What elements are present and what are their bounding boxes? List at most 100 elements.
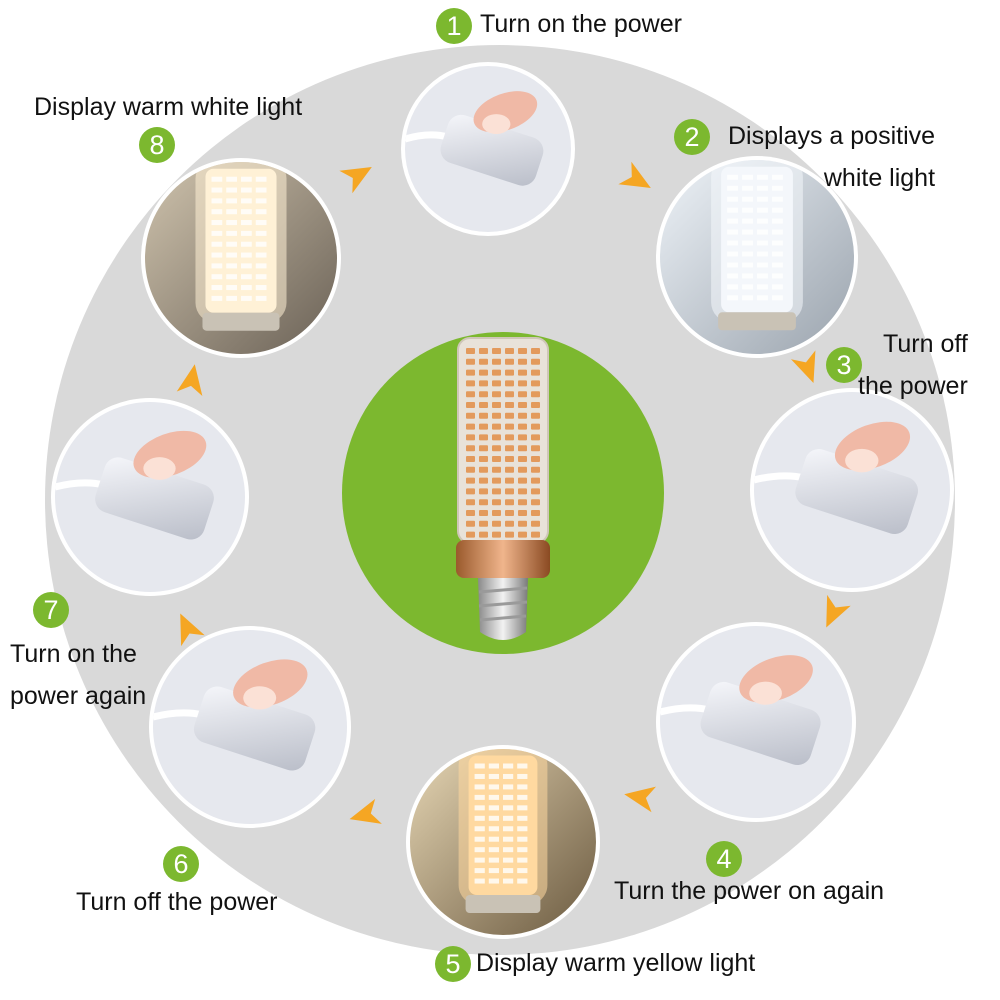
led-chip bbox=[466, 499, 475, 506]
corn-led-bulb-icon bbox=[456, 337, 550, 640]
led-chip bbox=[518, 434, 527, 441]
led-chip bbox=[518, 510, 527, 516]
led-chip bbox=[531, 477, 540, 484]
led-chip bbox=[505, 358, 514, 365]
step-5-label: Display warm yellow light bbox=[476, 942, 755, 984]
arrow-icon bbox=[790, 350, 816, 384]
led-chip bbox=[492, 531, 501, 538]
led-chip bbox=[518, 499, 527, 506]
led-chip bbox=[505, 488, 514, 495]
led-chip bbox=[479, 510, 488, 516]
led-chip bbox=[466, 477, 475, 484]
led-chip bbox=[531, 445, 540, 452]
led-chip bbox=[479, 531, 488, 538]
led-chip bbox=[531, 358, 540, 365]
led-chip bbox=[492, 445, 501, 452]
led-chip bbox=[492, 499, 501, 506]
step-7-label: Turn on the power again bbox=[10, 633, 146, 717]
step-1-label: Turn on the power bbox=[480, 3, 682, 45]
led-chip bbox=[531, 531, 540, 538]
led-chip bbox=[531, 412, 540, 419]
led-chip bbox=[479, 488, 488, 495]
led-chip bbox=[518, 520, 527, 527]
led-chip bbox=[505, 369, 514, 376]
led-chip bbox=[505, 477, 514, 484]
led-chip bbox=[518, 380, 527, 387]
step-8-line-1: Display warm white light bbox=[34, 93, 303, 121]
led-chip bbox=[518, 477, 527, 484]
step-6-image bbox=[149, 626, 351, 828]
led-chip bbox=[492, 412, 501, 419]
step-4-badge: 4 bbox=[706, 841, 742, 877]
step-8-badge: 8 bbox=[139, 127, 175, 163]
led-chip bbox=[505, 348, 514, 354]
led-chip bbox=[505, 499, 514, 506]
led-chip bbox=[466, 423, 475, 430]
step-3-label: Turn off the power bbox=[858, 323, 968, 407]
led-chip bbox=[479, 423, 488, 430]
led-chip bbox=[479, 369, 488, 376]
step-4-image bbox=[656, 622, 856, 822]
led-chip bbox=[518, 466, 527, 473]
led-chip bbox=[466, 434, 475, 441]
lit-bulb-icon bbox=[660, 160, 854, 354]
led-chip bbox=[466, 369, 475, 376]
step-7-badge: 7 bbox=[33, 592, 69, 628]
led-chip bbox=[518, 488, 527, 495]
step-2-badge: 2 bbox=[674, 119, 710, 155]
led-chip bbox=[466, 531, 475, 538]
step-5-line-1: Display warm yellow light bbox=[476, 949, 756, 977]
led-chip bbox=[518, 456, 527, 462]
led-chip bbox=[531, 488, 540, 495]
step-3-line-1: Turn off bbox=[883, 330, 968, 358]
arrow-icon bbox=[176, 364, 203, 397]
led-chip bbox=[518, 402, 527, 408]
led-chip bbox=[466, 466, 475, 473]
led-chip bbox=[492, 380, 501, 387]
arrow-icon bbox=[618, 161, 651, 188]
step-8-label: Display warm white light bbox=[34, 86, 302, 128]
led-chip bbox=[518, 358, 527, 365]
arrow-icon bbox=[826, 594, 851, 628]
led-chip bbox=[492, 456, 501, 462]
led-chip bbox=[505, 520, 514, 527]
led-chip bbox=[492, 510, 501, 516]
step-7-line-1: Turn on the bbox=[10, 640, 137, 668]
led-chip bbox=[518, 369, 527, 376]
arrow-icon bbox=[624, 786, 657, 813]
switch-hand-icon bbox=[405, 66, 571, 232]
led-chip bbox=[531, 510, 540, 516]
led-chip bbox=[531, 348, 540, 354]
led-chip bbox=[505, 412, 514, 419]
led-chip bbox=[531, 499, 540, 506]
switch-hand-icon bbox=[754, 392, 950, 588]
step-8-image bbox=[141, 158, 341, 358]
led-chip bbox=[505, 391, 514, 398]
led-chip bbox=[466, 445, 475, 452]
led-chip bbox=[492, 348, 501, 354]
led-chip bbox=[531, 456, 540, 462]
led-chip bbox=[479, 445, 488, 452]
led-chip bbox=[479, 456, 488, 462]
led-chip bbox=[466, 391, 475, 398]
step-3-line-2: the power bbox=[858, 372, 968, 400]
step-1-image bbox=[401, 62, 575, 236]
led-chip bbox=[466, 412, 475, 419]
step-6-line-1: Turn off the power bbox=[76, 888, 278, 916]
led-chip bbox=[479, 348, 488, 354]
led-chip bbox=[466, 402, 475, 408]
switch-hand-icon bbox=[55, 402, 245, 592]
switch-hand-icon bbox=[660, 626, 852, 818]
step-4-label: Turn the power on again bbox=[614, 870, 884, 912]
step-6-label: Turn off the power bbox=[76, 881, 278, 923]
led-chip bbox=[479, 412, 488, 419]
led-chip bbox=[531, 402, 540, 408]
led-chip bbox=[492, 477, 501, 484]
led-chip bbox=[466, 380, 475, 387]
led-chip bbox=[505, 380, 514, 387]
led-chip bbox=[492, 466, 501, 473]
lit-bulb-icon bbox=[410, 749, 596, 935]
step-4-line-1: Turn the power on again bbox=[614, 877, 885, 905]
led-chip bbox=[492, 369, 501, 376]
step-5-image bbox=[406, 745, 600, 939]
